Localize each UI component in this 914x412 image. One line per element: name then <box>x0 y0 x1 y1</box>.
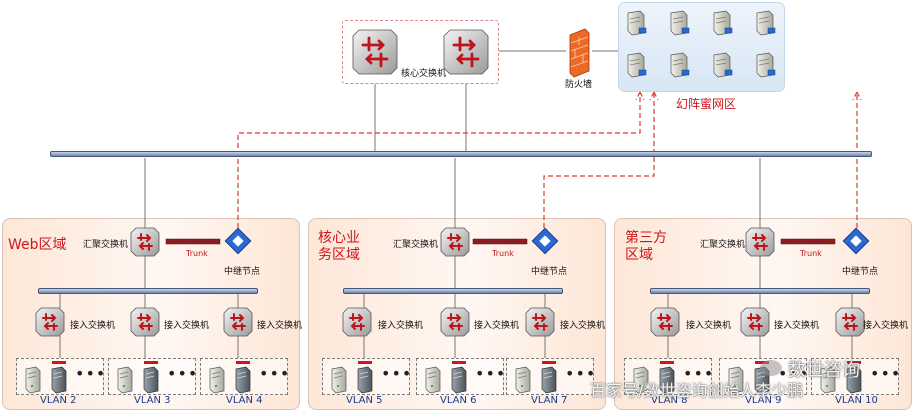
vlan-label: VLAN 7 <box>531 395 568 406</box>
server-icon <box>713 10 733 36</box>
third-zone-title: 第三方 区域 <box>625 230 667 263</box>
watermark-logo-icon <box>760 360 782 376</box>
relay-node-label: 中继节点 <box>224 267 261 277</box>
web-zone-title: Web区域 <box>8 237 67 253</box>
more-hosts-ellipsis: ••• <box>683 364 715 383</box>
server-icon <box>670 52 690 78</box>
access-switch-icon <box>440 307 470 337</box>
more-hosts-ellipsis: ••• <box>75 364 107 383</box>
access-switch-label: 接入交换机 <box>70 321 116 331</box>
agg-switch-label: 汇聚交换机 <box>393 240 439 250</box>
more-hosts-ellipsis: ••• <box>475 364 507 383</box>
agg-switch-label: 汇聚交换机 <box>83 240 129 250</box>
more-hosts-ellipsis: ••• <box>565 364 597 383</box>
relay-node-third-icon <box>842 227 870 255</box>
vlan-label: VLAN 9 <box>745 395 782 406</box>
access-switch-label: 接入交换机 <box>378 321 424 331</box>
access-switch-label: 接入交换机 <box>774 321 820 331</box>
more-hosts-ellipsis: ••• <box>870 364 902 383</box>
core-switch-1-icon <box>351 28 399 76</box>
access-switch-icon <box>35 307 65 337</box>
access-switch-icon <box>650 307 680 337</box>
honeypot-label: 幻阵蜜网区 <box>676 97 737 111</box>
watermark-caption: 百家号/数世咨询创始人李少鹏 <box>590 381 804 400</box>
more-hosts-ellipsis: ••• <box>167 364 199 383</box>
core-access-bus <box>343 288 563 294</box>
access-switch-label: 接入交换机 <box>474 321 520 331</box>
agg-switch-third-icon <box>745 227 775 257</box>
firewall-icon <box>569 28 590 78</box>
server-icon <box>756 52 776 78</box>
access-switch-label: 接入交换机 <box>257 321 303 331</box>
watermark-brand: 数世咨询 <box>788 360 860 381</box>
vlan-label: VLAN 8 <box>651 395 688 406</box>
trunk-core-bar <box>472 238 528 245</box>
trunk-third-bar <box>780 238 836 245</box>
server-icon <box>670 10 690 36</box>
access-switch-icon <box>835 307 865 337</box>
core-switch-2-icon <box>442 28 490 76</box>
trunk-label: Trunk <box>186 249 208 258</box>
vlan-label: VLAN 4 <box>226 395 263 406</box>
agg-switch-core-icon <box>440 227 470 257</box>
main-backbone-bus <box>50 151 872 157</box>
more-hosts-ellipsis: ••• <box>381 364 413 383</box>
third-access-bus <box>650 288 870 294</box>
access-switch-icon <box>223 307 253 337</box>
access-switch-icon <box>525 307 555 337</box>
web-access-bus <box>38 288 258 294</box>
vlan-label: VLAN 3 <box>134 395 171 406</box>
trunk-web-bar <box>165 238 221 245</box>
relay-node-label: 中继节点 <box>531 267 568 277</box>
vlan-label: VLAN 6 <box>440 395 477 406</box>
server-icon <box>627 52 647 78</box>
trunk-label: Trunk <box>492 249 514 258</box>
relay-web-path <box>237 92 641 228</box>
vlan-label: VLAN 2 <box>40 395 77 406</box>
more-hosts-ellipsis: ••• <box>778 364 810 383</box>
relay-node-core-icon <box>531 227 559 255</box>
access-switch-icon <box>740 307 770 337</box>
vlan-label: VLAN 5 <box>346 395 383 406</box>
trunk-label: Trunk <box>800 249 822 258</box>
server-icon <box>627 10 647 36</box>
agg-switch-label: 汇聚交换机 <box>700 240 746 250</box>
relay-node-web-icon <box>224 227 252 255</box>
server-icon <box>756 10 776 36</box>
agg-switch-web-icon <box>130 227 160 257</box>
access-switch-label: 接入交换机 <box>164 321 210 331</box>
firewall-label: 防火墙 <box>565 80 593 90</box>
core-zone-title: 核心业 务区域 <box>318 230 360 263</box>
vlan-label: VLAN 10 <box>835 395 878 406</box>
more-hosts-ellipsis: ••• <box>259 364 291 383</box>
core-switch-label: 核心交换机 <box>401 69 447 79</box>
access-switch-label: 接入交换机 <box>863 321 909 331</box>
relay-node-label: 中继节点 <box>842 267 879 277</box>
access-switch-label: 接入交换机 <box>686 321 732 331</box>
access-switch-icon <box>342 307 372 337</box>
server-icon <box>713 52 733 78</box>
access-switch-label: 接入交换机 <box>560 321 606 331</box>
access-switch-icon <box>130 307 160 337</box>
relay-core-path <box>543 92 655 228</box>
